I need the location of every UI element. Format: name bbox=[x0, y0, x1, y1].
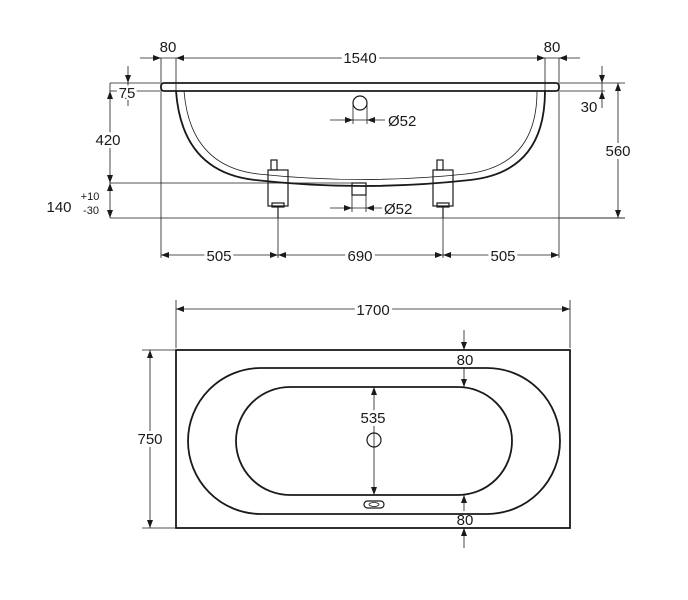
dim-leg-spacing: 690 bbox=[347, 248, 372, 265]
dim-rim-bottom: 80 bbox=[457, 512, 474, 529]
dim-rim-top: 80 bbox=[457, 352, 474, 369]
dim-leg-offset-right: 505 bbox=[490, 248, 515, 265]
overflow-hole bbox=[352, 95, 368, 111]
dim-depth-to-bottom: 420 bbox=[95, 132, 120, 149]
tub-rim bbox=[160, 82, 560, 92]
dim-rim-thickness-right: 30 bbox=[581, 99, 598, 116]
dim-total-width: 750 bbox=[137, 431, 162, 448]
dim-inner-width: 535 bbox=[360, 410, 385, 427]
dim-overflow-diameter: Ø52 bbox=[388, 113, 416, 130]
tub-rim-inner-oval bbox=[187, 367, 561, 515]
tub-basin bbox=[175, 90, 546, 187]
plan-drain bbox=[363, 500, 385, 509]
leg-right bbox=[432, 159, 454, 218]
plan-view: 1700 750 535 80 80 bbox=[134, 299, 571, 548]
dim-leg-tolerance-minus: -30 bbox=[83, 205, 99, 217]
dim-inner-length: 1540 bbox=[343, 50, 376, 67]
dim-rim-thickness-left: 75 bbox=[119, 85, 136, 102]
dim-leg-tolerance-plus: +10 bbox=[81, 191, 100, 203]
drain-pipe bbox=[351, 182, 367, 196]
dim-rim-right: 80 bbox=[544, 39, 561, 56]
dim-leg-offset-left: 505 bbox=[206, 248, 231, 265]
dim-total-height: 560 bbox=[605, 143, 630, 160]
leg-left bbox=[267, 159, 289, 218]
dim-leg-height: 140 bbox=[46, 199, 71, 216]
dim-rim-left: 80 bbox=[160, 39, 177, 56]
side-view: 80 1540 80 75 420 140 +10 -30 30 560 bbox=[46, 39, 633, 268]
tub-basin-inner bbox=[183, 90, 538, 180]
dim-total-length: 1700 bbox=[356, 302, 389, 319]
tub-outline-plan bbox=[175, 349, 571, 529]
dim-drain-diameter: Ø52 bbox=[384, 201, 412, 218]
